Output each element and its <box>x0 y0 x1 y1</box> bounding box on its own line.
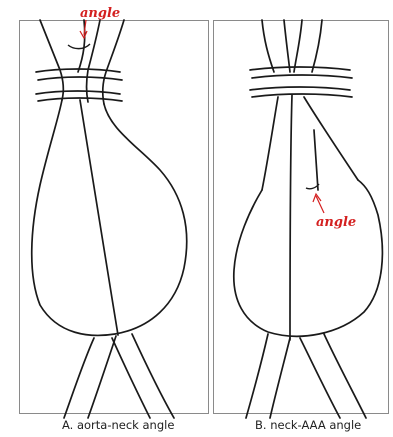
panel-b-angle-label: angle <box>316 215 356 230</box>
panel-a <box>20 20 209 418</box>
panel-b-angle-marker <box>306 184 324 213</box>
panel-b-vessel <box>234 20 383 418</box>
panel-a-caption: A. aorta-neck angle <box>62 418 174 432</box>
panel-b-frame <box>214 21 389 414</box>
panel-b <box>214 20 389 418</box>
panel-a-angle-label: angle <box>80 6 120 21</box>
panel-b-caption: B. neck-AAA angle <box>255 418 361 432</box>
panel-a-angle-marker <box>68 20 90 49</box>
panel-a-vessel <box>32 20 187 418</box>
